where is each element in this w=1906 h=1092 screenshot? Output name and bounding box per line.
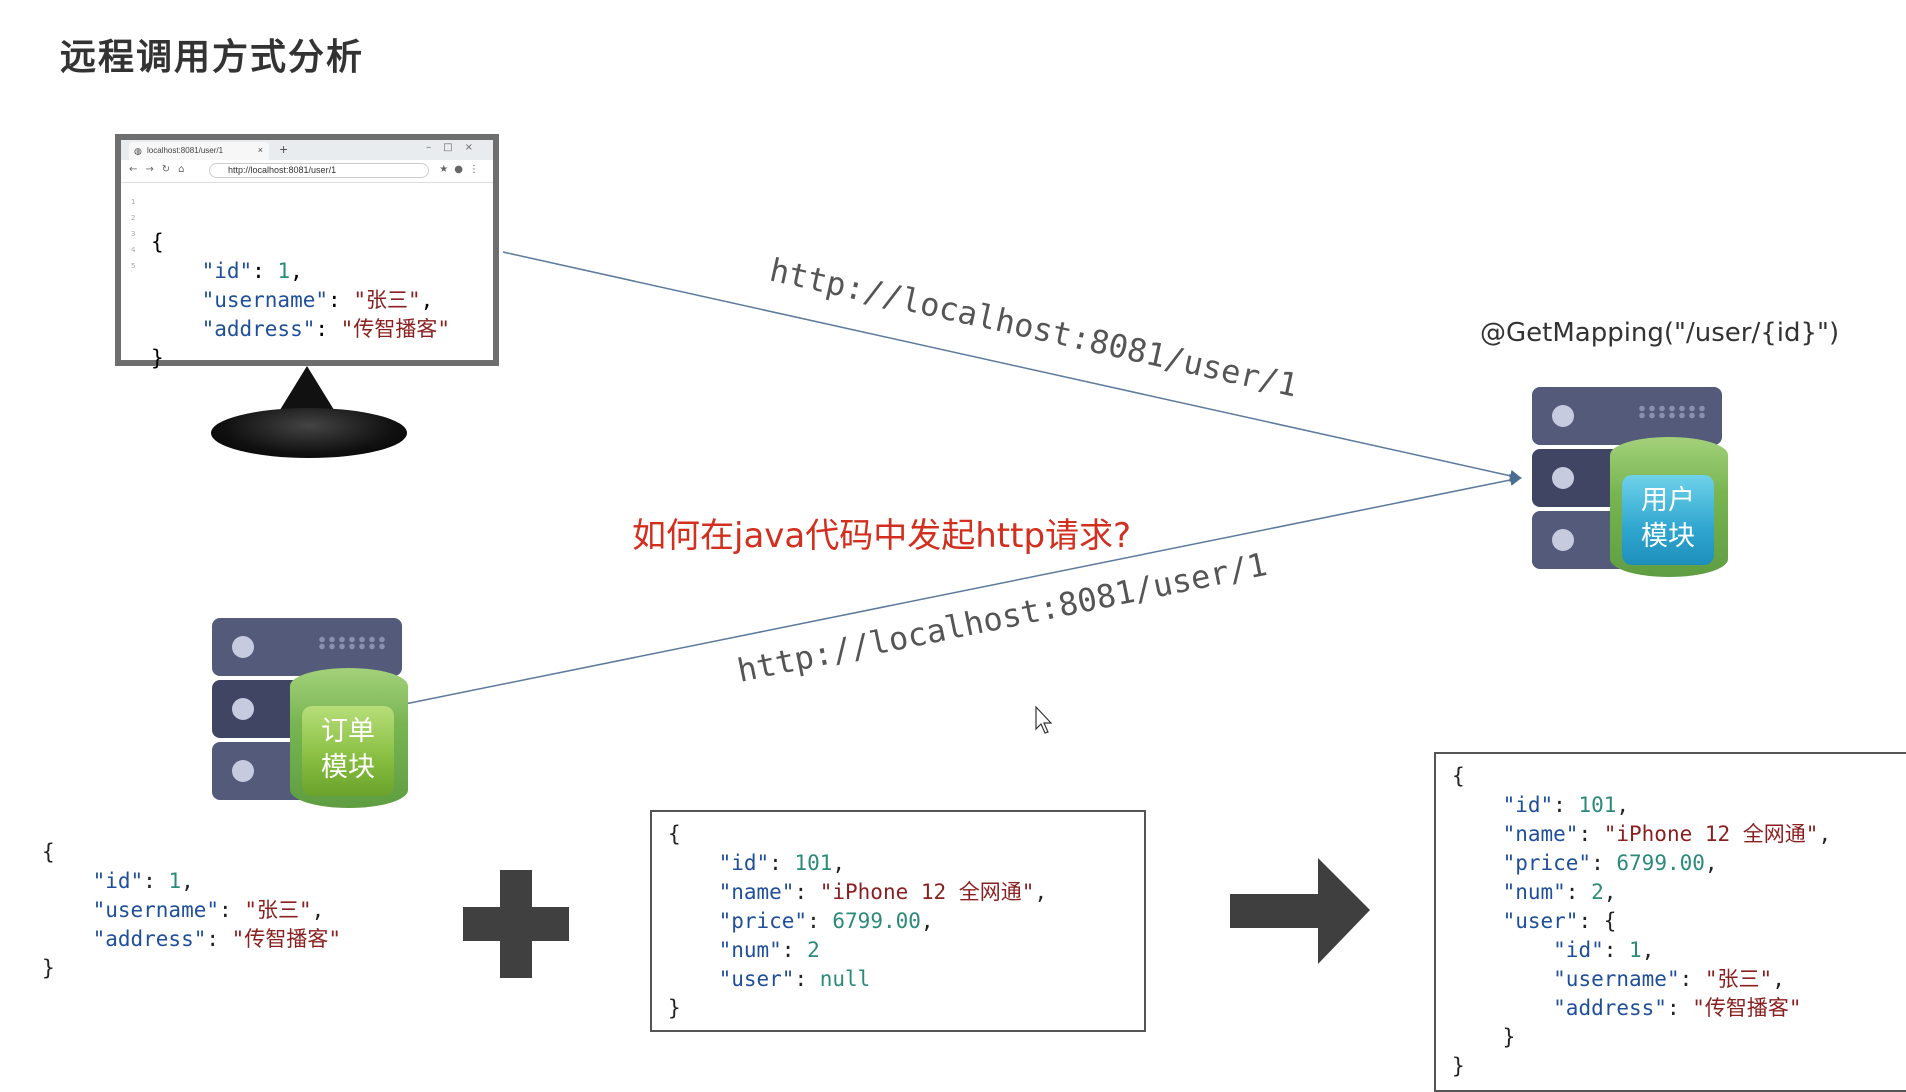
order-module-server-icon: 订单 模块 — [212, 618, 412, 808]
user-module-server-icon: 用户 模块 — [1532, 387, 1732, 577]
order-module-cylinder: 订单 模块 — [290, 668, 408, 808]
arrow-right-icon — [1230, 858, 1370, 964]
globe-icon: ◍ — [134, 146, 142, 156]
plus-icon — [463, 870, 569, 978]
merged-json: { "id": 101, "name": "iPhone 12 全网通", "p… — [1452, 764, 1832, 1078]
browser-addressbar: ←→↻⌂ http://localhost:8081/user/1 ★●⋮ — [121, 160, 493, 183]
browser-json-response: { "id": 1, "username": "张三", "address": … — [151, 230, 450, 370]
get-mapping-label: @GetMapping("/user/{id}") — [1480, 318, 1840, 348]
nav-buttons-icon[interactable]: ←→↻⌂ — [129, 164, 193, 175]
page-title: 远程调用方式分析 — [60, 37, 365, 78]
browser-tab[interactable]: ◍ localhost:8081/user/1 × — [129, 142, 269, 160]
merged-json-box: { "id": 101, "name": "iPhone 12 全网通", "p… — [1434, 752, 1906, 1092]
url-input[interactable]: http://localhost:8081/user/1 — [209, 163, 429, 178]
order-json-box: { "id": 101, "name": "iPhone 12 全网通", "p… — [650, 810, 1146, 1032]
user-module-label: 用户 模块 — [1622, 475, 1714, 565]
request-line-top — [502, 251, 1522, 482]
bookmark-icon[interactable]: ★●⋮ — [439, 164, 485, 175]
close-icon[interactable]: × — [257, 145, 263, 155]
browser-url: http://localhost:8081/user/1 — [228, 165, 337, 175]
new-tab-icon[interactable]: + — [279, 143, 289, 156]
user-json: { "id": 1, "username": "张三", "address": … — [42, 840, 341, 980]
question-text: 如何在java代码中发起http请求? — [632, 516, 1132, 556]
request-line-bottom — [404, 474, 1522, 705]
user-module-cylinder: 用户 模块 — [1610, 437, 1728, 577]
browser-tabbar: ◍ localhost:8081/user/1 × + –□× — [121, 140, 493, 160]
order-json: { "id": 101, "name": "iPhone 12 全网通", "p… — [668, 822, 1048, 1020]
cursor-icon — [1035, 705, 1053, 734]
monitor-icon: ◍ localhost:8081/user/1 × + –□× ←→↻⌂ htt… — [115, 134, 499, 370]
order-module-label: 订单 模块 — [302, 706, 394, 796]
window-controls-icon[interactable]: –□× — [426, 142, 485, 153]
browser-tab-title: localhost:8081/user/1 — [147, 146, 224, 155]
monitor-base — [211, 408, 407, 458]
bottom-url-label: http://localhost:8081/user/1 — [734, 545, 1270, 690]
